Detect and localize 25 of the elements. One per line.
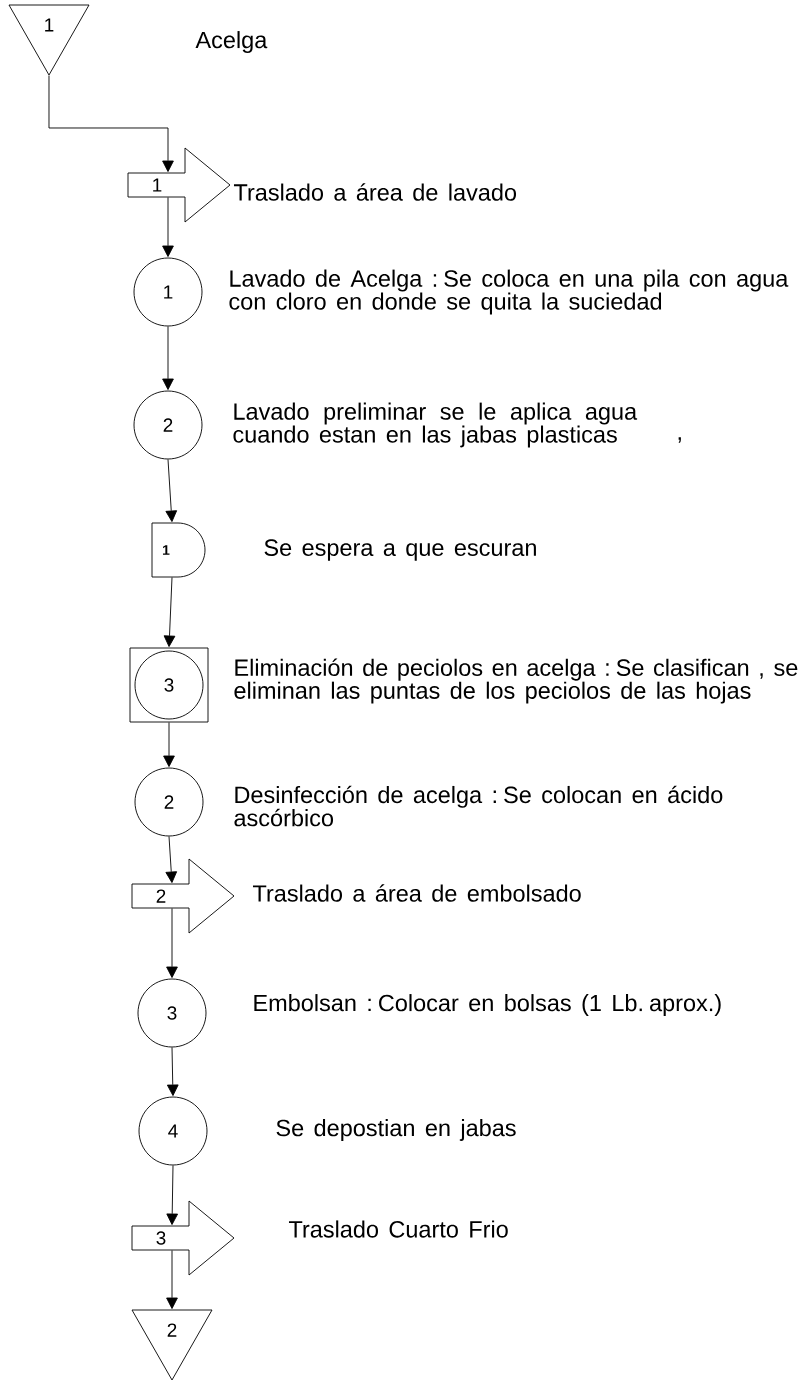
- step-description: Traslado a área de embolsado: [253, 884, 581, 902]
- arrow: [166, 908, 178, 978]
- step-description: Traslado Cuarto Frio: [289, 1220, 508, 1238]
- storage-triangle: 2: [131, 1309, 213, 1381]
- arrow: [162, 197, 174, 257]
- arrow: [163, 722, 175, 767]
- arrow: [165, 836, 178, 883]
- arrow: [166, 1047, 179, 1096]
- step-description: Embolsan : Colocar en bolsas (1 Lb. aprox.): [254, 994, 721, 1016]
- arrow: [48, 75, 174, 172]
- step-description: Desinfección de acelga : Se colocan en ácido ascórbico: [234, 785, 723, 827]
- step-description: Traslado a área de lavado: [234, 183, 517, 201]
- note-text: Acelga: [195, 31, 268, 53]
- step-description: Lavado de Acelga : Se coloca en una pila con agua con cloro en donde se quita la suciedad: [229, 269, 789, 315]
- step-description: Eliminación de peciolos en acelga : Se clasifican , se eliminan las puntas de los peciolos de las hojas: [234, 658, 798, 704]
- note-text: ,: [678, 437, 681, 443]
- step-description: Lavado preliminar se le aplica agua cuando estan en las jabas plasticas: [233, 402, 638, 448]
- step-description: Se depostian en jabas: [276, 1119, 516, 1141]
- arrow: [166, 1250, 178, 1309]
- storage-triangle: 1: [8, 4, 90, 76]
- arrow: [165, 459, 178, 522]
- step-description: Se espera a que escuran: [264, 539, 536, 561]
- arrow: [163, 577, 176, 647]
- arrow: [162, 326, 174, 390]
- arrow: [166, 1165, 178, 1225]
